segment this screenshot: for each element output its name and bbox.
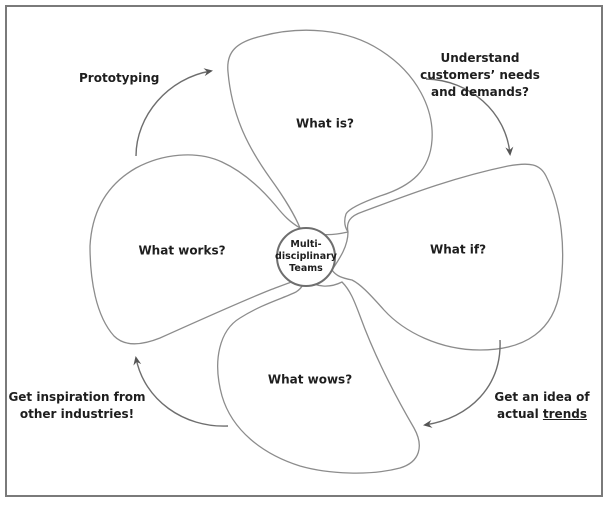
hub-line-3: Teams (289, 263, 323, 274)
petal-what-is (227, 29, 433, 236)
petal-label-what-is: What is? (295, 116, 355, 131)
petal-label-what-works: What works? (138, 243, 226, 258)
petal-what-if (331, 163, 564, 351)
petal-what-works (89, 154, 306, 345)
arrow-inspiration (133, 356, 229, 427)
trends-line-2: actual trends (494, 406, 589, 423)
label-inspiration: Get inspiration from other industries! (8, 389, 145, 423)
trends-underlined-word: trends (542, 407, 587, 421)
understand-line-1: Understand (440, 51, 520, 65)
label-trends: Get an idea of actual trends (494, 389, 589, 423)
petal-label-what-if: What if? (429, 242, 487, 257)
understand-line-3: and demands? (431, 85, 529, 99)
trends-line-1: Get an idea of (494, 390, 590, 404)
inspiration-line-1: Get inspiration from (8, 390, 146, 404)
hub-line-1: Multi- (290, 239, 322, 250)
understand-line-2: customers’ needs (420, 68, 540, 82)
petal-what-wows (217, 276, 420, 474)
arrow-prototyping (135, 68, 213, 157)
trends-line-2-prefix: actual (497, 407, 543, 421)
arrow-understand (425, 78, 514, 156)
inspiration-line-2: other industries! (19, 407, 135, 421)
petal-label-what-wows: What wows? (267, 372, 353, 387)
label-prototyping: Prototyping (79, 70, 159, 87)
hub-circle (276, 227, 336, 287)
arrow-trends (423, 339, 501, 428)
hub-line-2: disciplinary (275, 251, 337, 262)
label-understand: Understand customers’ needs and demands? (420, 50, 540, 101)
hub-label: Multi- disciplinary Teams (275, 239, 337, 275)
prototyping-line-1: Prototyping (79, 71, 160, 85)
